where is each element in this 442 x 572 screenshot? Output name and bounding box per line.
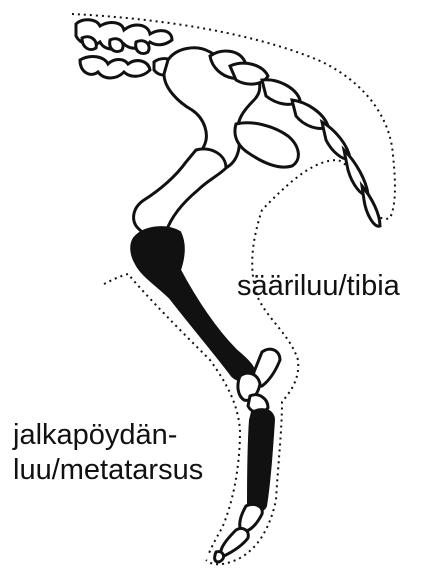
- metatarsus-bone: [248, 409, 274, 512]
- pelvis-ischium: [235, 123, 298, 167]
- phalanges: [215, 504, 263, 562]
- metatarsus-label-line2: luu/metatarsus: [13, 454, 203, 487]
- body-outline-front: [104, 274, 240, 556]
- metatarsus-label-line1: jalkapöydän-: [13, 419, 177, 452]
- tibia-bone: [131, 227, 254, 380]
- tibia-label: sääriluu/tibia: [237, 270, 400, 303]
- femur: [134, 149, 226, 237]
- vertebrae: [76, 20, 178, 78]
